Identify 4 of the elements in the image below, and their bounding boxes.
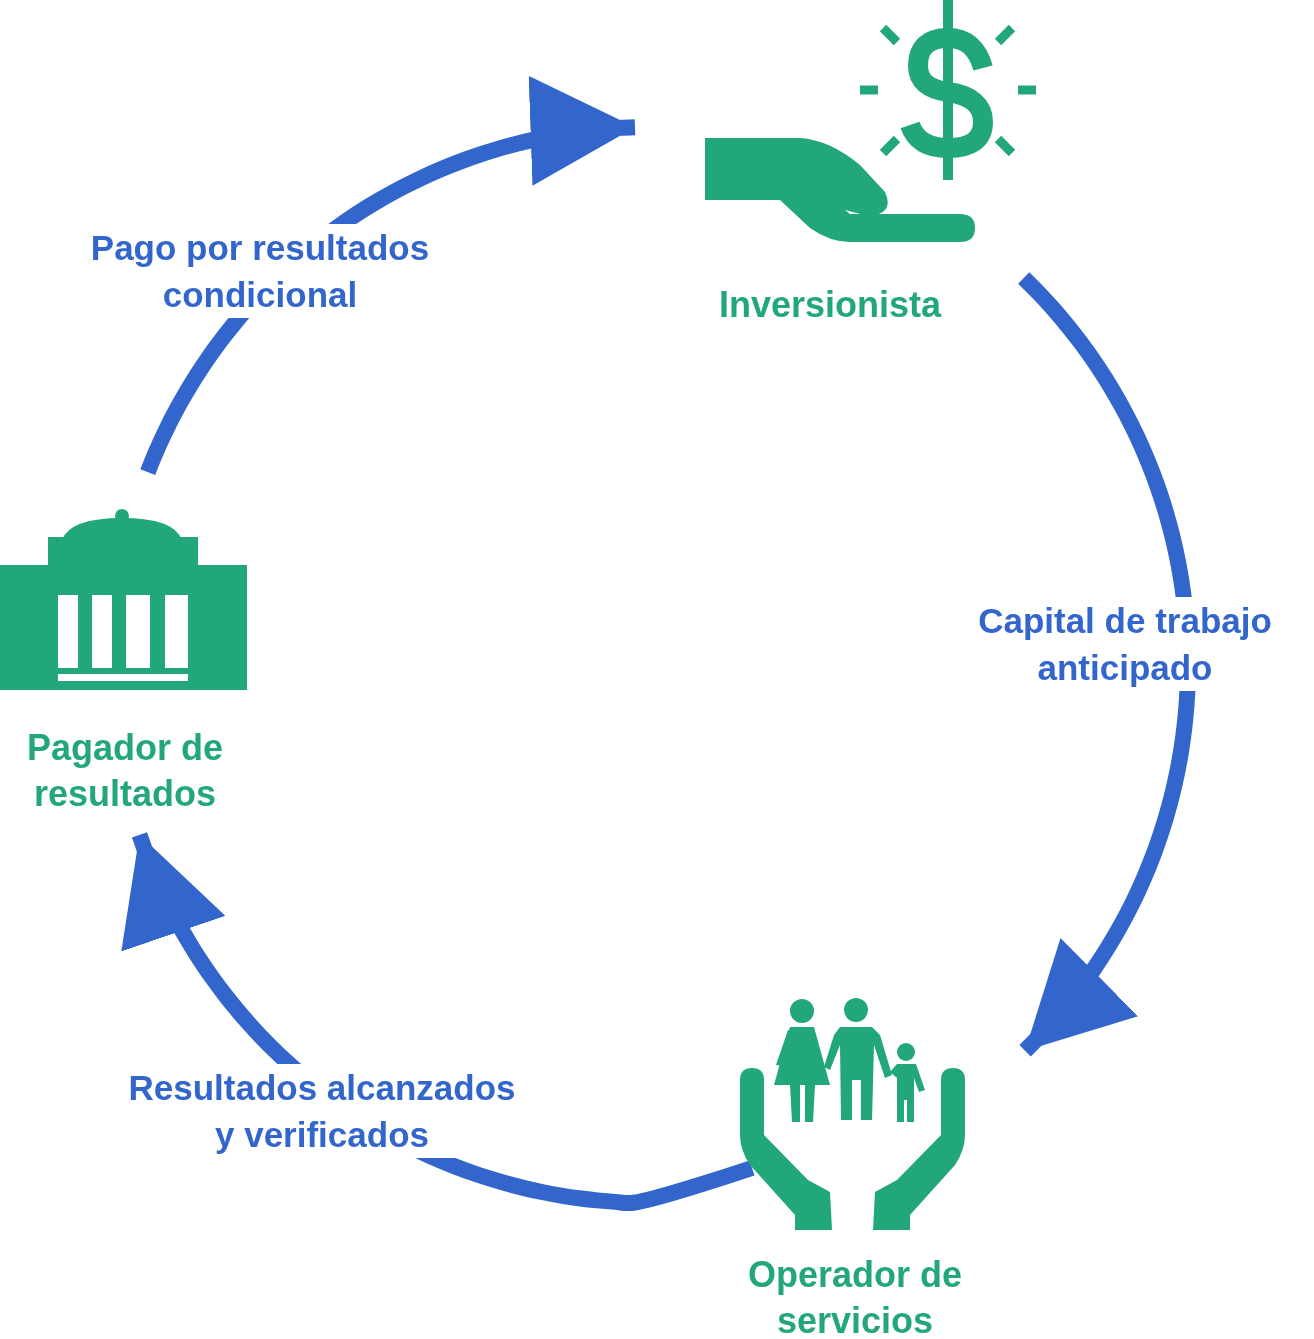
curved-arrow <box>1018 272 1196 1057</box>
node-label: Operador de servicios <box>746 1253 964 1339</box>
node-label: Pagador de resultados <box>25 726 225 816</box>
node-label: Inversionista <box>717 283 943 327</box>
